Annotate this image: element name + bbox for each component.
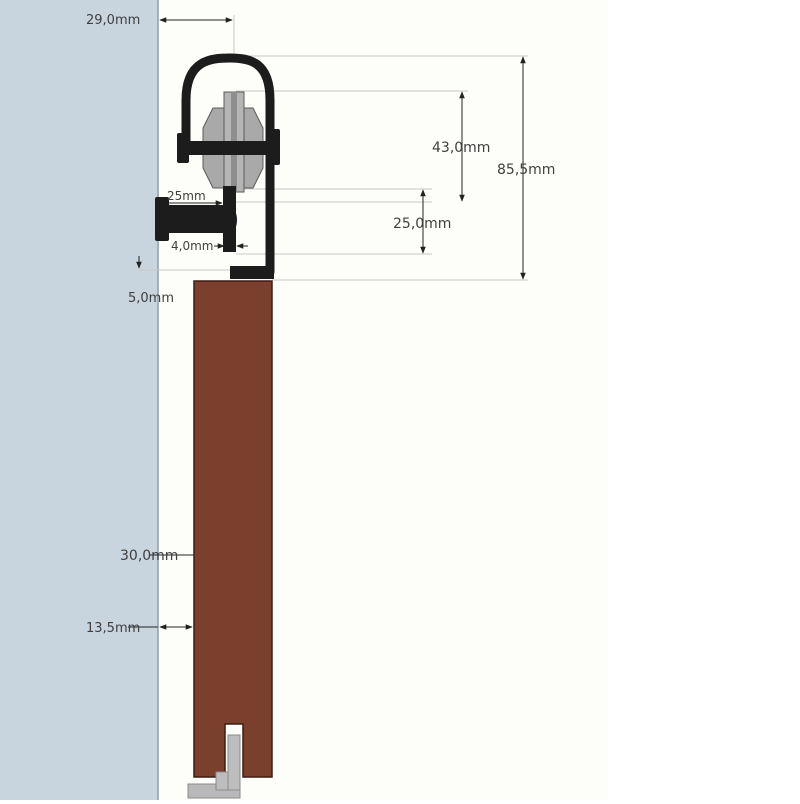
hanger-strap (181, 53, 275, 277)
label-top-offset: 29,0mm (86, 13, 140, 28)
spacer-end (221, 206, 237, 234)
floor-guide-foot (215, 771, 229, 791)
axle-nut-right (266, 129, 280, 165)
label-bolt-thickness: 4,0mm (171, 239, 213, 253)
door-panel (193, 280, 273, 778)
label-wall-gap: 13,5mm (86, 621, 140, 636)
floor-guide (227, 734, 241, 791)
axle-nut-left (177, 133, 189, 163)
label-total-height: 85,5mm (497, 162, 555, 178)
wall (0, 0, 158, 800)
label-door-thickness: 30,0mm (120, 548, 178, 564)
label-wheel-height: 43,0mm (432, 140, 490, 156)
label-gap: 5,0mm (128, 291, 174, 306)
spacer-tube (164, 205, 226, 233)
strap-base (230, 266, 274, 279)
axle (186, 141, 270, 155)
dimension-extension-lines (140, 15, 528, 281)
label-spacer-length: 25mm (167, 189, 206, 203)
label-drop: 25,0mm (393, 216, 451, 232)
